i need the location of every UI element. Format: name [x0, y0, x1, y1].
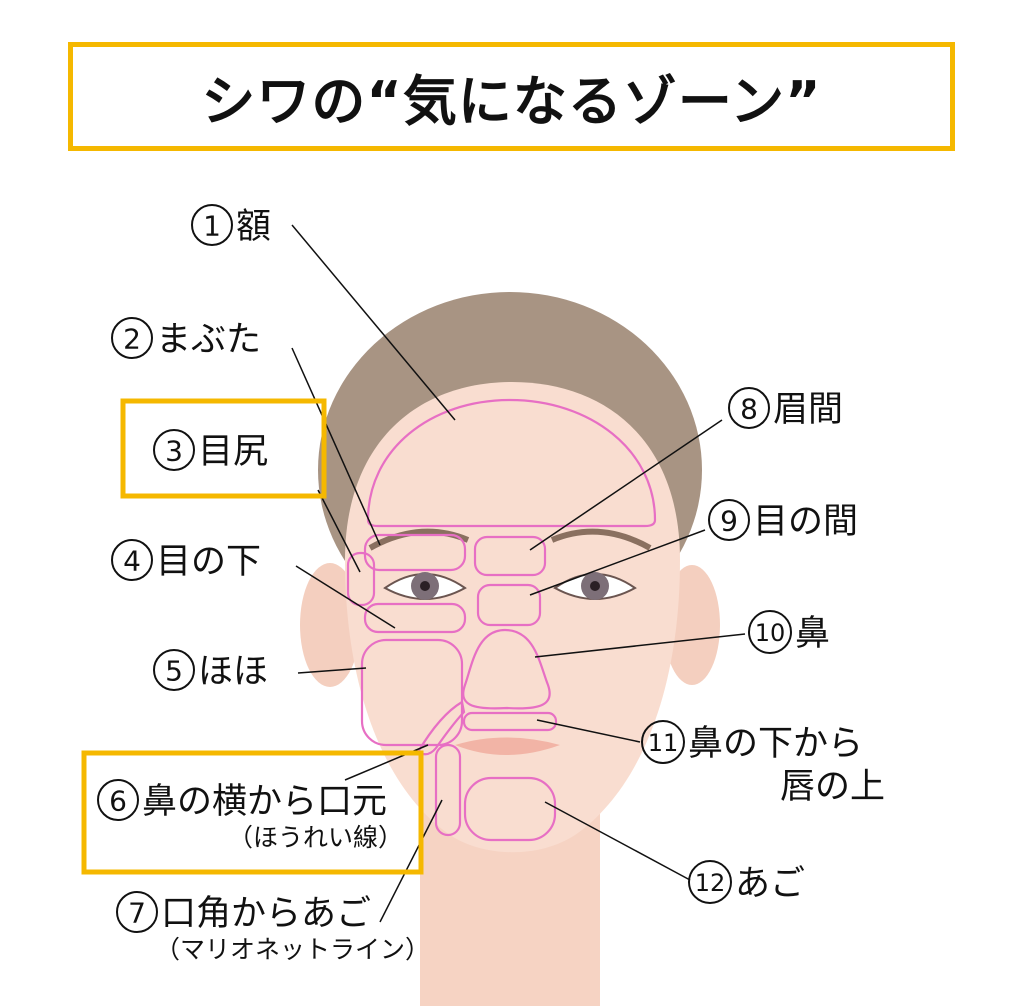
svg-text:唇の上: 唇の上 [780, 767, 885, 807]
svg-text:6: 6 [109, 785, 127, 818]
leader-line-4 [295, 565, 396, 629]
zone-forehead [366, 398, 657, 528]
svg-text:5: 5 [165, 655, 183, 688]
zone-chin [463, 776, 557, 842]
title-box: シワの“気になるゾーン” [68, 42, 955, 151]
svg-text:9: 9 [720, 505, 738, 538]
svg-text:2: 2 [123, 323, 141, 356]
leader-line-7 [379, 799, 443, 923]
svg-text:7: 7 [128, 897, 146, 930]
label-11: 11 鼻の下から 唇の上 [641, 720, 885, 807]
svg-text:10: 10 [755, 619, 786, 647]
leader-line-3 [317, 489, 361, 573]
leader-line-11 [536, 719, 641, 743]
leader-line-8 [529, 419, 723, 551]
right-eye [553, 572, 637, 600]
label-12: 12 あご [688, 860, 805, 904]
leader-line-10 [534, 633, 746, 658]
leader-line-12 [544, 801, 691, 881]
svg-text:12: 12 [695, 869, 726, 897]
svg-text:1: 1 [203, 210, 221, 243]
neck [420, 800, 600, 1006]
left-eye [383, 572, 467, 600]
zone-nasolabial [416, 700, 466, 756]
svg-text:口角からあご: 口角からあご [161, 894, 371, 934]
label-10: 10 鼻 [748, 610, 830, 654]
svg-text:目尻: 目尻 [198, 432, 268, 472]
label-1: 1 額 [191, 204, 271, 247]
lips [455, 737, 560, 755]
svg-text:鼻の下から: 鼻の下から [688, 724, 863, 764]
leader-line-1 [291, 224, 456, 421]
right-eyebrow [550, 528, 652, 551]
svg-text:鼻の横から口元: 鼻の横から口元 [142, 782, 387, 822]
svg-text:11: 11 [648, 729, 679, 757]
left-ear [300, 563, 360, 687]
svg-text:まぶた: まぶた [156, 320, 261, 360]
zone-eye-corner [346, 551, 376, 607]
zone-under-eye [363, 602, 467, 634]
label-3: 3 目尻 [153, 429, 268, 472]
zone-nose [462, 628, 551, 710]
zone-under-nose [462, 711, 558, 732]
face [345, 382, 680, 853]
leader-line-5 [297, 667, 367, 674]
svg-text:眉間: 眉間 [773, 390, 843, 430]
label-8: 8 眉間 [728, 387, 843, 430]
leader-line-2 [291, 347, 381, 546]
label-6: 6 鼻の横から口元 （ほうれい線） [97, 779, 403, 852]
svg-text:目の下: 目の下 [156, 542, 261, 582]
zone-between-eyes [476, 583, 542, 627]
label-4: 4 目の下 [111, 539, 261, 582]
label-7: 7 口角からあご （マリオネットライン） [116, 891, 430, 964]
svg-text:鼻: 鼻 [795, 614, 830, 654]
label-9: 9 目の間 [708, 499, 858, 542]
svg-text:8: 8 [740, 393, 758, 426]
svg-text:目の間: 目の間 [753, 502, 858, 542]
zone-marionette [434, 743, 462, 837]
zone-glabella [473, 535, 547, 577]
svg-text:4: 4 [123, 545, 141, 578]
label-5: 5 ほほ [153, 649, 268, 692]
highlight-box-3 [120, 398, 327, 499]
svg-text:額: 額 [236, 207, 271, 247]
svg-text:（ほうれい線）: （ほうれい線） [228, 823, 403, 852]
svg-text:3: 3 [165, 435, 183, 468]
highlight-box-6 [81, 750, 424, 875]
svg-text:（マリオネットライン）: （マリオネットライン） [155, 935, 430, 964]
svg-text:ほほ: ほほ [198, 652, 268, 692]
page-title: シワの“気になるゾーン” [201, 70, 822, 133]
svg-text:あご: あご [735, 864, 805, 904]
zone-cheek [360, 638, 464, 747]
leader-line-9 [529, 529, 706, 596]
label-2: 2 まぶた [111, 317, 261, 360]
